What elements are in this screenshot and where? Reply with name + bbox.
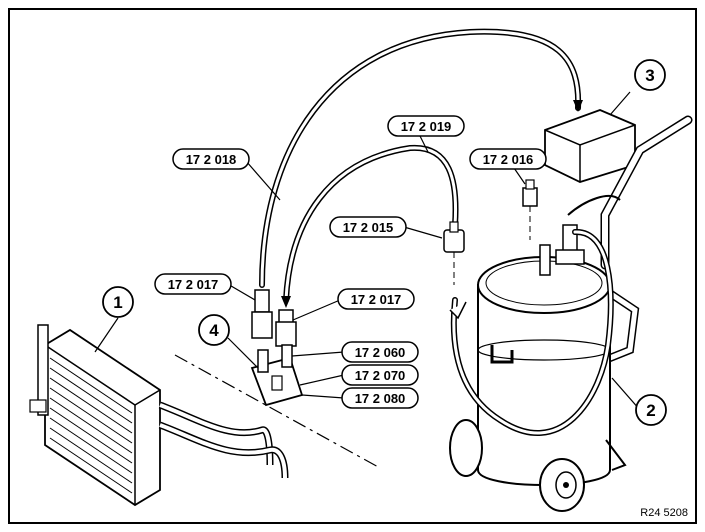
- pump-hose-valve: [449, 301, 467, 320]
- label-17-2-018: 17 2 018: [172, 148, 250, 170]
- arrow-into-container: [573, 100, 583, 112]
- adapter-17-2-015: [443, 229, 465, 253]
- label-17-2-016: 17 2 016: [469, 148, 547, 170]
- border: [8, 8, 697, 524]
- adapter-block: [250, 344, 304, 407]
- callout-1: 1: [102, 286, 134, 318]
- leader-lines: [94, 91, 641, 411]
- label-text-019: 17 2 019: [401, 119, 452, 134]
- pump-hose-inner: [452, 230, 613, 435]
- label-17-2-017-right: 17 2 017: [337, 288, 415, 310]
- label-text-015: 17 2 015: [343, 220, 394, 235]
- radiator-pipe-upper-inner: [159, 403, 272, 466]
- callout-4-text: 4: [209, 321, 219, 340]
- label-text-070: 17 2 070: [355, 368, 406, 383]
- label-17-2-019: 17 2 019: [387, 115, 465, 137]
- label-17-2-015: 17 2 015: [329, 216, 407, 238]
- label-text-060: 17 2 060: [355, 345, 406, 360]
- label-17-2-080: 17 2 080: [341, 387, 419, 409]
- label-text-080: 17 2 080: [355, 391, 406, 406]
- label-text-017b: 17 2 017: [351, 292, 402, 307]
- adapter-016-tip: [525, 179, 535, 190]
- callout-2-text: 2: [646, 401, 655, 420]
- fittings-17-2-017: [251, 289, 297, 347]
- figure-reference: R24 5208: [640, 507, 688, 519]
- pump-top-hose: [567, 195, 621, 216]
- radiator-pipe-lower-inner: [159, 423, 287, 479]
- callout-3: 3: [634, 59, 666, 91]
- callout-2: 2: [635, 394, 667, 426]
- hose-17-2-019-inner: [284, 146, 458, 302]
- label-text-018: 17 2 018: [186, 152, 237, 167]
- radiator: [29, 324, 161, 507]
- centre-line: [174, 354, 381, 469]
- callout-4: 4: [198, 314, 230, 346]
- callout-1-text: 1: [113, 293, 122, 312]
- container-tray: [544, 109, 636, 183]
- adapter-17-2-016: [522, 187, 538, 207]
- label-17-2-060: 17 2 060: [341, 341, 419, 363]
- arrow-into-fitting: [281, 296, 291, 308]
- adapter-nozzle: [449, 221, 459, 233]
- label-text-017a: 17 2 017: [168, 277, 219, 292]
- label-text-016: 17 2 016: [483, 152, 534, 167]
- label-17-2-070: 17 2 070: [341, 364, 419, 386]
- hose-17-2-018-inner: [260, 30, 580, 287]
- callout-3-text: 3: [645, 66, 654, 85]
- extraction-pump: [449, 115, 693, 512]
- label-17-2-017-left: 17 2 017: [154, 273, 232, 295]
